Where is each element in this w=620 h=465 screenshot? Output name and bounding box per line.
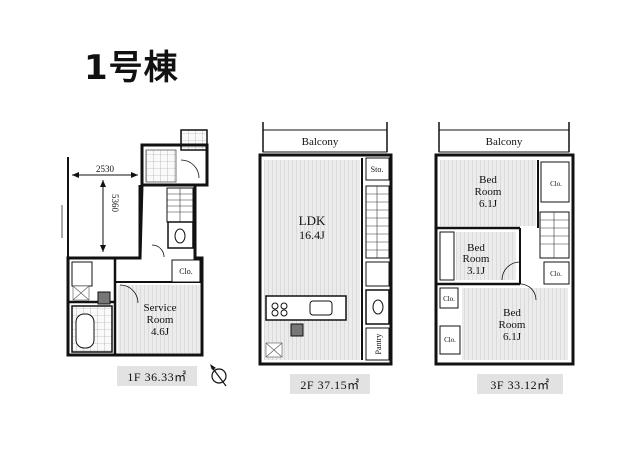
bedroom-3-size: 6.1J — [503, 331, 522, 343]
service-room-size: 4.6J — [151, 326, 170, 338]
building-title: 1号棟 — [84, 48, 179, 88]
bedroom-1-label-2: Room — [475, 186, 502, 198]
floor-2f — [258, 122, 393, 366]
bedroom-3-label-2: Room — [499, 319, 526, 331]
height-dimension: 5360 — [110, 194, 120, 213]
north-arrow-icon — [210, 364, 227, 387]
ldk-size: 16.4J — [299, 228, 325, 242]
bedroom-2-size: 3.1J — [467, 265, 486, 277]
closet-3f-4-label: Clo. — [444, 336, 456, 344]
closet-3f-3-label: Clo. — [443, 295, 455, 303]
pantry-label: Pantry — [374, 334, 383, 355]
storage-label: Sto. — [371, 165, 384, 174]
balcony-3f-label: Balcony — [486, 136, 523, 148]
floor-1f — [61, 129, 209, 357]
bedroom-2-label-2: Room — [463, 253, 490, 265]
service-room-label: Service — [144, 302, 177, 314]
floor-3f — [434, 122, 575, 366]
closet-3f-1-label: Clo. — [550, 180, 562, 188]
ldk-label: LDK — [299, 213, 326, 228]
service-room-label-2: Room — [147, 314, 174, 326]
bedroom-2-label: Bed — [467, 242, 485, 254]
closet-1f-label: Clo. — [179, 267, 193, 276]
bedroom-1-size: 6.1J — [479, 198, 498, 210]
closet-3f-2-label: Clo. — [550, 270, 562, 278]
floor-3f-area: 3F 33.12㎡ — [477, 374, 563, 394]
floor-1f-area: 1F 36.33㎡ — [117, 366, 197, 386]
balcony-2f-label: Balcony — [302, 136, 339, 148]
bedroom-3-label: Bed — [503, 307, 521, 319]
width-dimension: 2530 — [96, 164, 115, 174]
floor-2f-area: 2F 37.15㎡ — [290, 374, 370, 394]
bedroom-1-label: Bed — [479, 174, 497, 186]
